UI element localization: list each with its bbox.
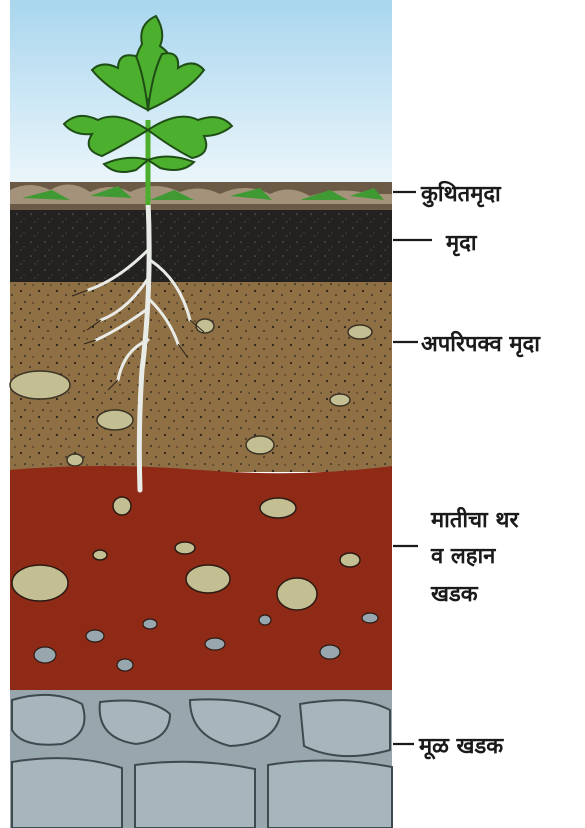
bedrock-label: मूळ खडक — [418, 734, 504, 760]
sky — [10, 0, 392, 192]
subsoil-layer — [10, 282, 392, 472]
humus-layer — [10, 182, 392, 212]
subsoil-label: अपरिपक्व मृदा — [421, 330, 541, 358]
humus-label: कुथितमृदा — [420, 180, 502, 208]
weathered-label-line3: खडक — [430, 582, 479, 607]
weathered-label-line1: मातीचा थर — [430, 506, 519, 533]
topsoil-label: मृदा — [445, 231, 478, 257]
bedrock-blocks — [12, 695, 392, 828]
topsoil-layer — [10, 210, 392, 282]
weathered-label-line2: व लहान — [430, 544, 496, 569]
